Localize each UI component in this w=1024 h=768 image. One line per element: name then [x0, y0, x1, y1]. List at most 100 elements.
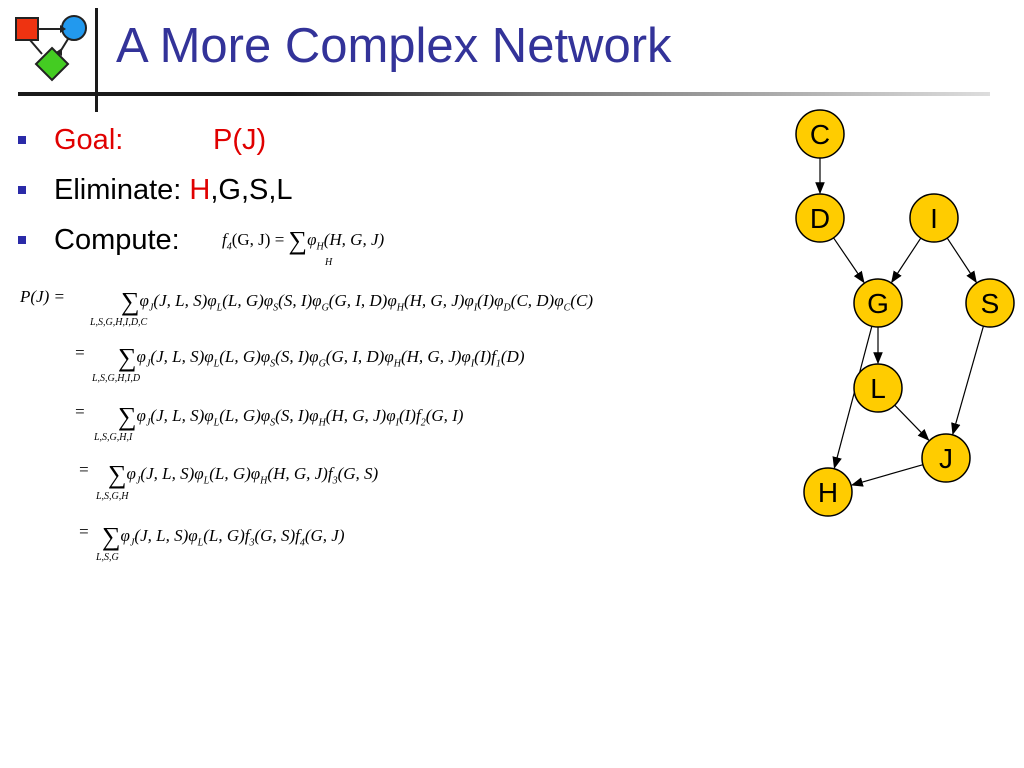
factor-term: φS(S, I)	[260, 347, 310, 370]
node-circle	[803, 467, 853, 517]
factor-term: φS(S, I)	[263, 291, 313, 314]
equation-lhs: =	[74, 402, 86, 421]
factor-term: φJ(J, L, S)	[120, 526, 189, 549]
equation-lhs: =	[78, 522, 90, 541]
sum-sign: ∑	[108, 460, 127, 489]
node-label: L	[870, 373, 886, 404]
node-circle	[921, 433, 971, 483]
sum-index: L,S,G,H	[96, 491, 129, 502]
node-label: D	[810, 203, 830, 234]
node-label: I	[930, 203, 938, 234]
factor-term: φL(L, G)	[194, 464, 251, 487]
formula-factor-sub: H	[316, 241, 324, 253]
factor-term: φH(H, G, J)	[384, 347, 462, 370]
sum-index: L,S,G,H,I	[94, 432, 133, 443]
equation-body: ∑φJ(J, L, S)φL(L, G)f3(G, S)f4(G, J)	[102, 522, 345, 552]
factor-term: φH(H, G, J)	[309, 406, 387, 429]
node-circle	[795, 193, 845, 243]
formula-factor-args: (H, G, J)	[323, 230, 385, 249]
sum-index: L,S,G,H,I,D,C	[90, 317, 148, 328]
sum-sign: ∑	[288, 226, 308, 255]
factor-term: φI(I)	[386, 406, 416, 429]
node-D: D	[795, 193, 845, 243]
node-L: L	[853, 363, 903, 413]
goal-label: Goal:	[54, 124, 124, 156]
factor-term: φJ(J, L, S)	[136, 406, 205, 429]
equation-lhs: P(J) =	[20, 287, 65, 306]
factor-term: f4(G, J)	[295, 526, 345, 549]
eliminate-rest: ,G,S,L	[210, 174, 293, 206]
equation-body: ∑φJ(J, L, S)φL(L, G)φS(S, I)φG(G, I, D)φ…	[118, 343, 524, 373]
equation-body: ∑φJ(J, L, S)φL(L, G)φS(S, I)φH(H, G, J)φ…	[118, 402, 463, 432]
node-label: H	[818, 477, 838, 508]
sum-sign: ∑	[121, 287, 140, 316]
factor-term: φI(I)	[461, 347, 492, 370]
factor-term: φL(L, G)	[207, 291, 264, 314]
node-circle	[853, 278, 903, 328]
edge-L-J	[894, 404, 930, 441]
factor-term: φD(C, D)	[494, 291, 555, 314]
edge-I-G	[891, 237, 922, 284]
node-circle	[853, 363, 903, 413]
edge-D-G	[833, 237, 865, 284]
sum-sign: ∑	[118, 343, 137, 372]
factor-term: φS(S, I)	[260, 406, 310, 429]
node-label: G	[867, 288, 889, 319]
factor-term: φC(C)	[554, 291, 593, 314]
edge-I-S	[946, 237, 977, 284]
node-circle	[965, 278, 1015, 328]
compute-label: Compute:	[54, 224, 180, 256]
factor-term: f3(G, S)	[244, 526, 296, 549]
factor-term: φJ(J, L, S)	[139, 291, 208, 314]
slide-title: A More Complex Network	[116, 19, 672, 73]
eliminate-text: Eliminate: H,G,S,L	[54, 170, 293, 210]
equation-lhs: =	[78, 460, 90, 479]
equation-body: ∑φJ(J, L, S)φL(L, G)φH(H, G, J)f3(G, S)	[108, 460, 378, 490]
network-logo-icon	[15, 15, 87, 82]
formula-lhs: f	[222, 230, 227, 249]
bullet-square-icon	[18, 186, 26, 194]
bullet-square-icon	[18, 236, 26, 244]
factor-term: f1(D)	[491, 347, 525, 370]
title-vertical-rule	[95, 8, 98, 112]
node-label: S	[981, 288, 1000, 319]
edge-S-J	[951, 325, 985, 436]
title-horizontal-rule	[18, 92, 990, 96]
compute-formula: f4(G, J) = ∑φH(H, G, J)	[222, 226, 384, 256]
edge-J-H	[850, 464, 924, 487]
bayesian-network-diagram: C D I G S L J H	[795, 109, 1015, 517]
factor-term: f2(G, I)	[415, 406, 464, 429]
eliminate-label: Eliminate:	[54, 174, 190, 206]
node-C: C	[795, 109, 845, 159]
factor-term: φL(L, G)	[204, 347, 261, 370]
equation-lhs: =	[74, 343, 86, 362]
node-circle	[909, 193, 959, 243]
factor-term: φL(L, G)	[204, 406, 261, 429]
factor-term: φJ(J, L, S)	[136, 347, 205, 370]
factor-term: φJ(J, L, S)	[126, 464, 195, 487]
eliminate-h: H	[189, 174, 211, 206]
sum-sign: ∑	[102, 522, 121, 551]
sum-index: L,S,G,H,I,D	[92, 373, 141, 384]
node-label: C	[810, 119, 830, 150]
factor-term: φG(G, I, D)	[309, 347, 385, 370]
factor-term: φL(L, G)	[188, 526, 245, 549]
equation-body: ∑φJ(J, L, S)φL(L, G)φS(S, I)φG(G, I, D)φ…	[121, 287, 593, 317]
factor-term: φI(I)	[464, 291, 495, 314]
node-label: J	[939, 443, 953, 474]
factor-term: f3(G, S)	[327, 464, 379, 487]
node-J: J	[921, 433, 971, 483]
formula-factor: φ	[307, 230, 317, 249]
bullet-square-icon	[18, 136, 26, 144]
node-I: I	[909, 193, 959, 243]
node-G: G	[853, 278, 903, 328]
factor-term: φG(G, I, D)	[312, 291, 388, 314]
sum-sign: ∑	[118, 402, 137, 431]
node-circle	[795, 109, 845, 159]
formula-lhs-sub: 4	[226, 241, 232, 253]
goal-value: P(J)	[213, 124, 267, 156]
node-H: H	[803, 467, 853, 517]
edge-G-H	[832, 326, 873, 469]
node-S: S	[965, 278, 1015, 328]
factor-term: φH(H, G, J)	[387, 291, 465, 314]
